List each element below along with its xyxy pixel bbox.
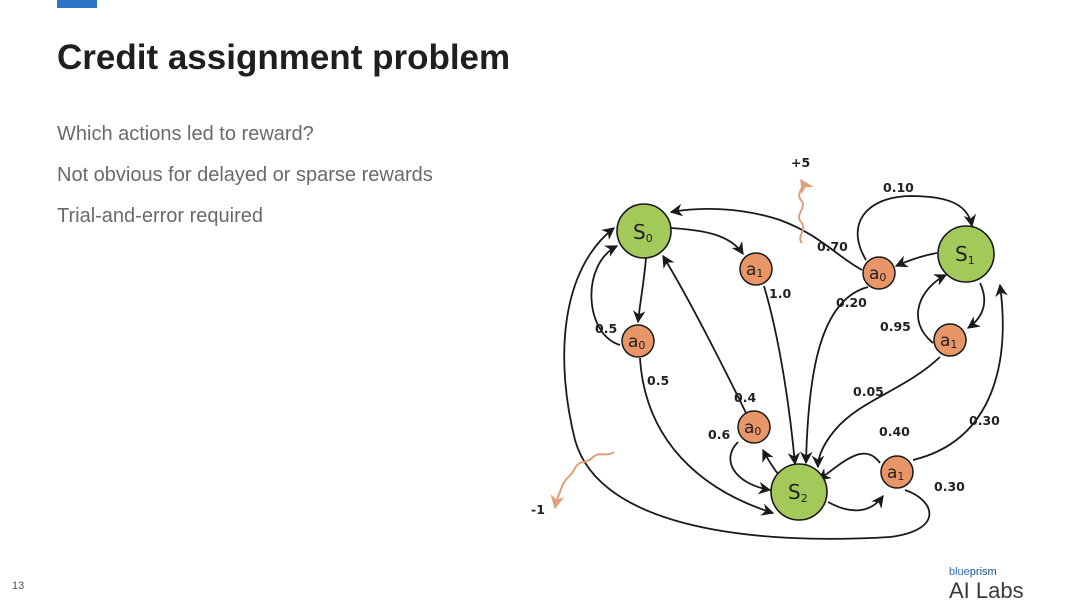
svg-text:S0: S0 <box>633 220 653 245</box>
action-letter: a <box>869 264 879 284</box>
prob-s1a1-s2: 0.05 <box>853 384 884 399</box>
action-s2a1: a1 <box>880 455 914 489</box>
logo-word-blue: blue <box>949 566 970 578</box>
edge-s2a0-to-s2 <box>729 441 772 495</box>
svg-text:S2: S2 <box>788 480 808 505</box>
action-s1a1: a1 <box>933 323 967 357</box>
edge-s1a0-to-s1 <box>856 195 977 261</box>
action-letter: a <box>746 260 756 280</box>
svg-text:S1: S1 <box>955 242 975 267</box>
state-s0-letter: S <box>633 220 646 244</box>
logo-ai-labs: AI Labs <box>949 578 1024 603</box>
edge-s1a0-to-s0 <box>669 203 863 271</box>
reward-negative-label: -1 <box>531 502 545 517</box>
accent-bar <box>57 0 97 8</box>
state-s1: S1 <box>937 225 995 283</box>
reward-positive-label: +5 <box>791 155 810 170</box>
slide-title: Credit assignment problem <box>57 38 511 77</box>
edge-s0a0-to-s2 <box>639 357 775 516</box>
state-s0-sub: 0 <box>646 232 653 245</box>
edge-s1a1-to-s2 <box>811 356 941 469</box>
action-sub: 1 <box>756 267 763 280</box>
prob-s1a0-s0: 0.70 <box>817 239 848 254</box>
action-letter: a <box>628 332 638 352</box>
action-sub: 0 <box>754 425 761 438</box>
svg-text:a1: a1 <box>887 463 904 483</box>
action-letter: a <box>940 331 950 351</box>
action-letter: a <box>744 418 754 438</box>
reward-positive-squiggle <box>798 178 814 244</box>
slide-number: 13 <box>12 580 25 592</box>
logo-word-prism: prism <box>969 566 997 578</box>
bullet-item: Not obvious for delayed or sparse reward… <box>57 164 433 186</box>
blueprism-logo: blueprism AI Labs <box>949 566 1024 603</box>
edge-s2a0-to-s0 <box>662 254 747 414</box>
state-s2-letter: S <box>788 480 801 504</box>
prob-s0a1-s2: 1.0 <box>769 286 791 301</box>
edge-s0a0-to-s0 <box>590 245 621 346</box>
edge-s2-to-s2a1 <box>827 494 884 512</box>
prob-s2a1-s1: 0.30 <box>969 413 1000 428</box>
prob-s2a1-s0: 0.30 <box>934 479 965 494</box>
svg-text:a0: a0 <box>744 418 761 438</box>
svg-text:a0: a0 <box>869 264 886 284</box>
prob-s1a0-s2: 0.20 <box>836 295 867 310</box>
action-s0a1: a1 <box>739 252 773 286</box>
edge-s1-to-s1a1 <box>966 282 986 329</box>
edge-s0-to-s0a1 <box>670 227 744 256</box>
action-letter: a <box>887 463 897 483</box>
state-s2: S2 <box>770 463 828 521</box>
logo-wordmark: blueprism <box>949 566 1024 578</box>
svg-text:a1: a1 <box>746 260 763 280</box>
edge-s2a1-to-s0 <box>563 227 931 540</box>
bullet-item: Trial-and-error required <box>57 205 263 227</box>
svg-text:a0: a0 <box>628 332 645 352</box>
edge-s2a1-to-s2 <box>818 452 881 481</box>
state-s2-sub: 2 <box>801 492 808 505</box>
state-s1-sub: 1 <box>968 254 975 267</box>
edge-s1a1-to-s1 <box>917 274 948 344</box>
edge-s2a1-to-s1 <box>912 283 1008 461</box>
prob-s2a1-s2: 0.40 <box>879 424 910 439</box>
action-sub: 1 <box>897 470 904 483</box>
prob-s2a0-s2: 0.6 <box>708 427 730 442</box>
edge-s0-to-s0a0 <box>632 257 647 324</box>
state-s1-letter: S <box>955 242 968 266</box>
prob-s1a0-s1: 0.10 <box>883 180 914 195</box>
prob-s2a0-s0: 0.4 <box>734 390 756 405</box>
edge-s1-to-s1a0 <box>894 252 938 268</box>
edge-s2-to-s2a0 <box>762 448 779 475</box>
state-s0: S0 <box>616 203 672 259</box>
bullet-list: Which actions led to reward? Not obvious… <box>57 122 433 245</box>
prob-s0a0-s2: 0.5 <box>647 373 669 388</box>
prob-s1a1-s1: 0.95 <box>880 319 911 334</box>
action-s0a0: a0 <box>621 324 655 358</box>
edge-s0a1-to-s2 <box>763 285 801 466</box>
prob-s0a0-s0: 0.5 <box>595 321 617 336</box>
action-s1a0: a0 <box>862 256 896 290</box>
action-sub: 1 <box>950 338 957 351</box>
action-sub: 0 <box>879 271 886 284</box>
bullet-item: Which actions led to reward? <box>57 123 314 145</box>
edge-s1a0-to-s2 <box>799 286 869 465</box>
svg-text:a1: a1 <box>940 331 957 351</box>
action-sub: 0 <box>638 339 645 352</box>
action-s2a0: a0 <box>737 410 771 444</box>
reward-negative-squiggle <box>550 451 615 510</box>
